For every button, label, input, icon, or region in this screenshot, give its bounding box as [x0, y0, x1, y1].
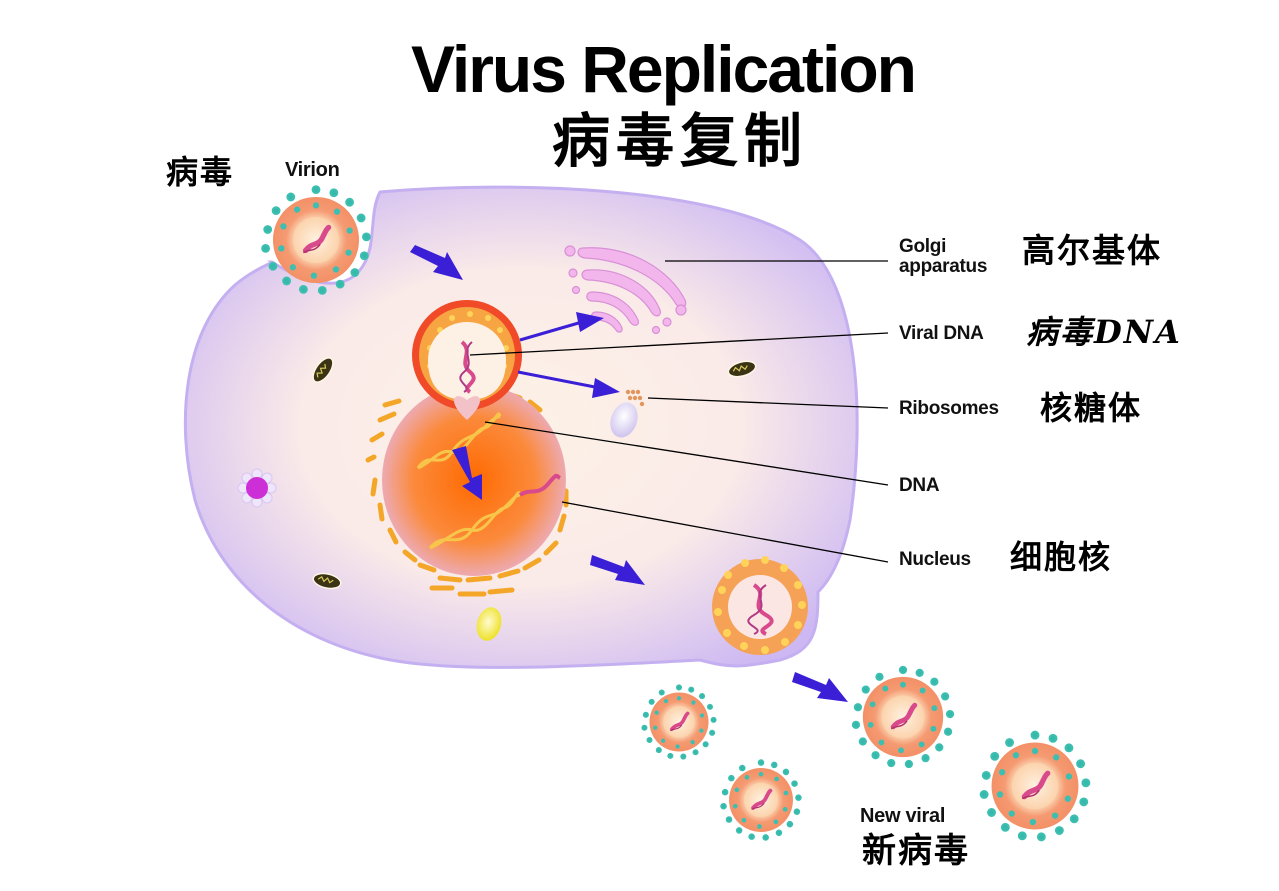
ribosomes-label-english: Ribosomes	[899, 398, 999, 419]
golgi-label-english: Golgi apparatus	[899, 237, 987, 277]
ribosomes	[625, 389, 645, 407]
golgi-label-chinese: 高尔基体	[1022, 231, 1162, 270]
viral-dna-label-chinese: 病毒DNA	[1026, 313, 1182, 351]
arrow-exit	[590, 555, 645, 585]
leader-lines	[469, 260, 889, 563]
ribosomes-label-chinese: 核糖体	[1040, 389, 1143, 427]
budding-virus	[712, 556, 808, 655]
virion-label-chinese: 病毒	[166, 153, 235, 191]
golgi-apparatus	[564, 245, 687, 335]
arrow-release	[792, 672, 848, 702]
title-chinese: 病毒复制	[551, 107, 808, 175]
arrow-to-golgi	[519, 312, 604, 342]
host-dna	[416, 412, 522, 550]
golgi-label-line1: Golgi	[899, 236, 947, 257]
nucleus-label-chinese: 细胞核	[1010, 538, 1113, 576]
arrow-to-ribosomes	[517, 370, 620, 398]
dna-label-english: DNA	[899, 475, 940, 496]
nucleus-label-english: Nucleus	[899, 549, 971, 570]
uncoating-virus	[412, 300, 522, 420]
arrow-entry	[410, 245, 463, 280]
golgi-label-line2: apparatus	[899, 255, 988, 277]
viral-dna-label-english: Viral DNA	[899, 323, 984, 344]
virion-label-english: Virion	[285, 159, 340, 181]
new-viral-label-english: New viral	[860, 805, 946, 827]
new-viral-label-chinese: 新病毒	[862, 831, 970, 871]
title-english: Virus Replication	[411, 32, 917, 106]
purple-organelle	[237, 468, 277, 508]
arrow-nucleus	[452, 446, 482, 500]
